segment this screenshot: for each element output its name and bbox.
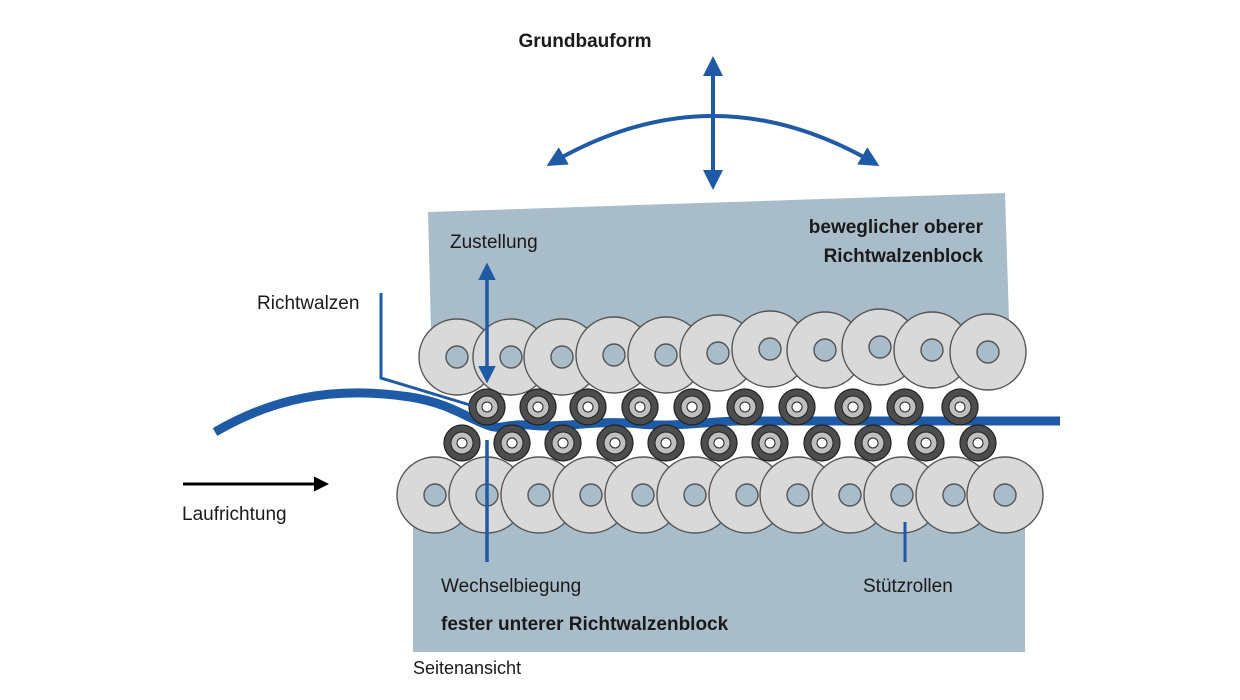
work-roll-core: [532, 401, 544, 413]
work-roll-core: [582, 401, 594, 413]
backup-roll-hub: [920, 338, 944, 362]
work-roll-core: [791, 401, 803, 413]
work-roll-core: [634, 401, 646, 413]
work-roll-core: [764, 437, 776, 449]
work-roll-core: [920, 437, 932, 449]
lower-block-label: fester unterer Richtwalzenblock: [441, 614, 729, 635]
work-roll-core: [867, 437, 879, 449]
backup-roll-hub: [706, 341, 730, 365]
work-roll-core: [847, 401, 859, 413]
infeed-label: Zustellung: [450, 232, 538, 253]
lower-backup-rolls: [396, 456, 1044, 534]
work-roll-core: [456, 437, 468, 449]
upper-work-rolls: [468, 388, 979, 426]
work-roll-core: [557, 437, 569, 449]
work-roll-core: [609, 437, 621, 449]
work-rolls-label: Richtwalzen: [257, 293, 359, 314]
backup-roll-hub: [579, 483, 603, 507]
backup-roll-hub: [499, 345, 523, 369]
backup-roll-hub: [631, 483, 655, 507]
backup-roll-hub: [602, 343, 626, 367]
work-roll-core: [506, 437, 518, 449]
backup-roll-hub: [868, 335, 892, 359]
backup-roll-hub: [838, 483, 862, 507]
upper-backup-rolls: [418, 308, 1027, 396]
backup-roll-hub: [550, 345, 574, 369]
upper-block-label-line2: Richtwalzenblock: [824, 246, 984, 267]
work-rolls-leader: [379, 293, 471, 407]
backup-roll-hub: [813, 338, 837, 362]
view-label: Seitenansicht: [413, 658, 521, 678]
backup-roll-hub: [758, 337, 782, 361]
backup-roll-hub: [423, 483, 447, 507]
alternating-bend-label: Wechselbiegung: [441, 576, 581, 597]
backup-roll-hub: [654, 343, 678, 367]
lower-work-rolls: [443, 424, 997, 462]
backup-roll-hub: [993, 483, 1017, 507]
backup-roll-hub: [976, 340, 1000, 364]
direction-label: Laufrichtung: [182, 504, 287, 525]
backup-roll-hub: [735, 483, 759, 507]
backup-roll-hub: [683, 483, 707, 507]
work-roll-core: [972, 437, 984, 449]
work-roll-core: [713, 437, 725, 449]
backup-roll-hub: [942, 483, 966, 507]
backup-roll-hub: [890, 483, 914, 507]
backup-roll-hub: [786, 483, 810, 507]
diagram-title: Grundbauform: [519, 31, 652, 52]
backup-roll-hub: [445, 345, 469, 369]
work-roll-core: [954, 401, 966, 413]
backup-roll-hub: [527, 483, 551, 507]
work-roll-core: [481, 401, 493, 413]
support-rolls-label: Stützrollen: [863, 576, 953, 597]
work-roll-core: [686, 401, 698, 413]
upper-block-label-line1: beweglicher oberer: [809, 217, 984, 238]
work-roll-core: [816, 437, 828, 449]
work-roll-core: [899, 401, 911, 413]
work-roll-core: [739, 401, 751, 413]
work-roll-core: [660, 437, 672, 449]
